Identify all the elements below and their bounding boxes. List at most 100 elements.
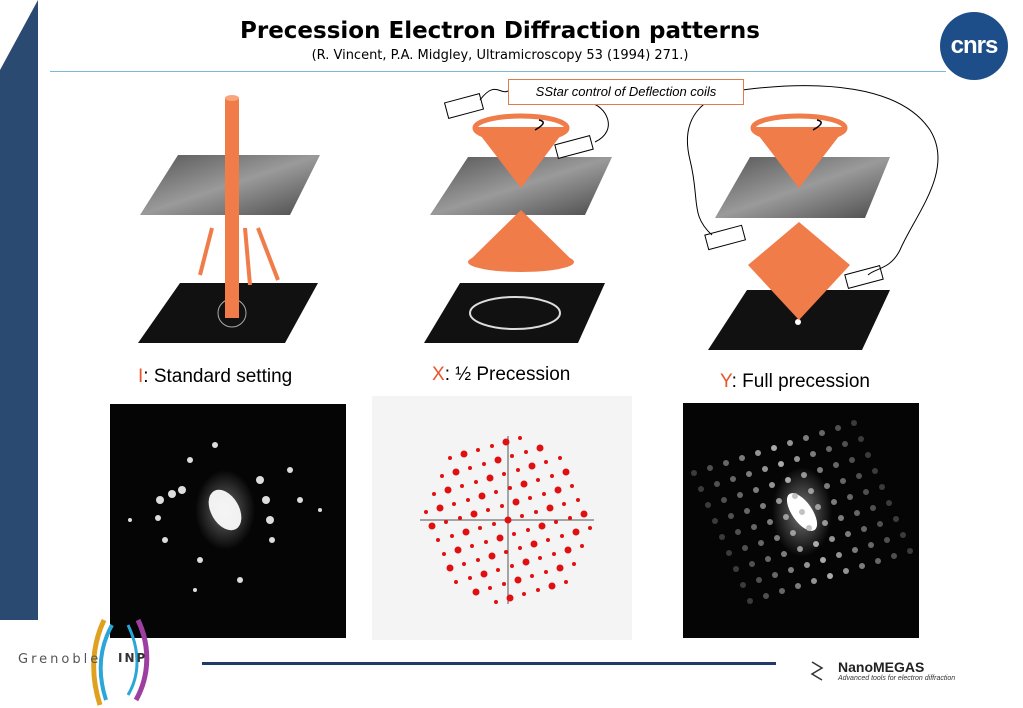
beam (225, 98, 239, 318)
lattice-spot (813, 541, 819, 547)
lattice-spot (870, 505, 876, 511)
lattice-spot (737, 492, 743, 498)
reflection-spot (442, 552, 446, 556)
reflection-spot (504, 550, 508, 554)
reflection-spot (502, 472, 506, 476)
reflection-spot (544, 460, 548, 464)
caption-standard: I: Standard setting (138, 366, 292, 388)
lattice-spot (792, 493, 798, 499)
lattice-spot (788, 567, 794, 573)
reflection-spot (572, 528, 580, 536)
reflection-spot (510, 454, 514, 458)
lattice-spot (893, 516, 899, 522)
lattice-spot (758, 540, 764, 546)
reflection-spot (572, 562, 576, 566)
lattice-spot (819, 430, 825, 436)
reflection-spot (466, 498, 470, 502)
lattice-spot (763, 593, 769, 599)
lattice-spot (769, 482, 775, 488)
reflection-spot (570, 484, 574, 488)
lattice-spot (843, 568, 849, 574)
lattice-spot (707, 465, 713, 471)
reflection-spot (552, 552, 556, 556)
lattice-spot (891, 553, 897, 559)
caption-full: Y: Full precession (720, 371, 870, 393)
lattice-spot (856, 473, 862, 479)
lattice-spot (760, 503, 766, 509)
lattice-spot (762, 466, 768, 472)
reflection-spot (460, 450, 468, 458)
reflection-spot (528, 496, 532, 500)
lattice-spot (756, 577, 762, 583)
nanomegas-tagline: Advanced tools for electron diffraction (838, 675, 956, 682)
reflection-spot (486, 474, 494, 482)
footer-rule (202, 662, 776, 665)
reflection-spot (492, 522, 496, 526)
reflection-spot (502, 438, 510, 446)
deflection-coils-callout: SStar control of Deflection coils (508, 79, 744, 105)
lattice-spot (884, 537, 890, 543)
reflection-spot (452, 468, 460, 476)
reflection-spot (458, 516, 462, 520)
reflection-spot (524, 450, 528, 454)
reflection-spot (502, 582, 506, 586)
lattice-spot (730, 476, 736, 482)
diffraction-plane (424, 283, 605, 343)
lattice-spot (815, 504, 821, 510)
lattice-spot (851, 420, 857, 426)
reflection-spot (494, 456, 502, 464)
reflection-spot (526, 528, 530, 532)
reflection-spot (424, 510, 428, 514)
reflection-spot (522, 592, 526, 596)
reflection-spot (436, 504, 444, 512)
lattice-spot (820, 557, 826, 563)
lattice-spot (824, 483, 830, 489)
lattice-spot (797, 546, 803, 552)
lattice-spot (852, 547, 858, 553)
reflection-spot (528, 462, 536, 470)
reflection-spot (538, 556, 542, 560)
title-rule (50, 71, 946, 72)
slide-title: Precession Electron Diffraction patterns (240, 18, 760, 44)
reflection-spot (530, 574, 534, 578)
reflection-spot (508, 486, 512, 490)
reflection-spot (494, 600, 498, 604)
reflection-spot (512, 498, 520, 506)
reflection-spot (500, 504, 504, 508)
half-precession-diagram (424, 88, 612, 343)
lattice-spot (795, 583, 801, 589)
reflection-spot (560, 534, 564, 538)
lattice-spot (822, 520, 828, 526)
lattice-spot (794, 456, 800, 462)
reflection-spot (546, 504, 554, 512)
lattice-spot (868, 542, 874, 548)
half-precession-pattern (372, 396, 632, 640)
reflection-spot (546, 538, 550, 542)
reflection-spot (518, 546, 522, 550)
full-precession-diagram (686, 85, 939, 350)
reflection-spot (550, 474, 554, 478)
reflection-spot (496, 534, 504, 542)
lattice-spot (854, 510, 860, 516)
lattice-spot (835, 425, 841, 431)
caption-letter: I (138, 366, 144, 387)
lattice-spot (875, 558, 881, 564)
reflection-spot (518, 436, 522, 440)
reflection-spot (444, 520, 448, 524)
reflection-spot (428, 522, 436, 530)
specimen-plane (715, 157, 890, 218)
reflection-spot (522, 558, 530, 566)
reflection-spot (436, 538, 440, 542)
lattice-spot (831, 499, 837, 505)
caption-letter: Y (720, 371, 732, 392)
lattice-spot (783, 514, 789, 520)
lattice-spot (779, 588, 785, 594)
lattice-spot (836, 552, 842, 558)
lattice-spot (698, 486, 704, 492)
reflection-spot (490, 444, 494, 448)
reflection-spot (562, 502, 566, 506)
reflection-spot (480, 570, 488, 578)
caption-label: : ½ Precession (444, 364, 571, 385)
